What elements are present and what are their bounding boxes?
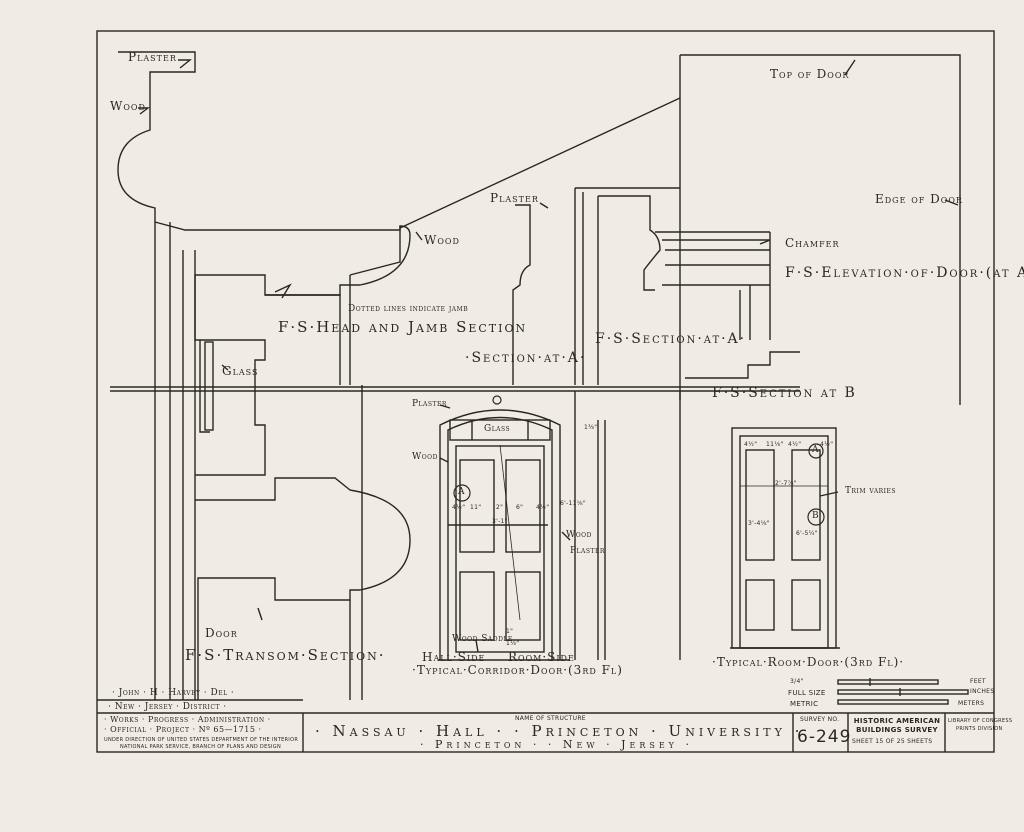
dim-room-4: 4½" [820,441,834,448]
dim-corridor-9: 1" [506,628,514,635]
dim-corridor-6: 3'-1" [492,518,508,525]
scale-full-size: FULL SIZE [788,689,826,697]
label-trim-varies: Trim varies [845,486,897,496]
marker-a-left [453,484,471,502]
marker-b-right [807,508,825,526]
direction-1: UNDER DIRECTION OF UNITED STATES DEPARTM… [104,737,299,743]
label-top-of-door: Top of Door [770,67,850,81]
dim-room-7: 6'-5¼" [796,530,818,537]
survey-number: 6-249 [797,727,852,747]
dim-room-3: 4½" [788,441,802,448]
sheet-number: SHEET 15 OF 25 SHEETS [852,738,933,745]
head-profile [117,51,411,296]
dim-room-5: 2'-7⅞" [775,480,797,487]
title-elevation-of-door: F·S·Elevation·of·Door·(at A) [785,265,1024,281]
habs-line-1: HISTORIC AMERICAN [853,717,941,725]
title-fs-section-at-a: F·S·Section·at·A· [595,331,747,347]
label-plaster-mid: Plaster [490,191,539,205]
dim-corridor-3: 2" [496,504,504,511]
title-typical-corridor-door: ·Typical·Corridor·Door·(3rd Fl) [412,663,623,677]
title-section-at-a-center: ·Section·at·A· [465,350,587,366]
dim-corridor-10: 1⅛" [506,640,520,647]
scale-meters: METERS [958,700,985,707]
scale-ratio: 3/4" [790,678,804,685]
label-glass-door: Glass [484,424,511,434]
survey-no-caption: SURVEY NO. [800,716,840,723]
sheet-border [96,30,995,753]
label-glass-left: Glass [222,364,259,378]
label-plaster-right: Plaster [570,546,605,556]
label-wood-saddle: Wood Saddle [452,634,513,644]
dim-corridor-2: 11" [470,504,482,511]
dim-corridor-1: 4½" [452,504,466,511]
habs-line-2: BUILDINGS SURVEY [856,726,938,734]
marker-a-left-text: A [458,487,465,497]
scale-inches: INCHES [970,688,995,695]
dim-room-6: 3'-4⅛" [748,520,770,527]
loc-line-2: PRINTS DIVISION [956,726,1003,732]
label-door: Door [205,626,238,640]
title-transom-section: F·S·Transom·Section· [185,646,386,664]
corridor-door-outline [439,409,561,660]
title-head-jamb-section: F·S·Head and Jamb Section [278,318,528,336]
dim-room-1: 4½" [744,441,758,448]
scale-metric: METRIC [790,700,819,708]
label-plaster-door: Plaster [412,399,447,409]
scale-feet: FEET [970,678,986,685]
marker-b-right-text: B [812,511,820,521]
label-hall-side: Hall·Side [422,650,486,664]
loc-line-1: LIBRARY OF CONGRESS [948,718,1013,724]
label-dotted-lines: Dotted lines indicate jamb [348,304,469,314]
marker-a-right-text: A [812,445,819,455]
district: · New · Jersey · District · [108,702,227,712]
structure-location: · Princeton · · New · Jersey · [420,738,693,751]
label-wood-mid: Wood [424,233,460,247]
project: · Official · Project · Nº 65—1715 · [104,725,262,734]
wpa: · Works · Progress · Administration · [104,715,271,724]
label-room-side: Room·Side [508,650,575,664]
label-wood-left: Wood [110,99,146,113]
label-wood-door: Wood [412,452,438,462]
dim-corridor-4: 6" [516,504,524,511]
delineator: · John · H · Harvey · Del · [112,688,235,698]
dim-corridor-8: 1⅜" [584,424,598,431]
marker-a-right [808,443,824,459]
label-wood-right: Wood [566,530,592,540]
direction-2: NATIONAL PARK SERVICE, BRANCH OF PLANS A… [120,744,282,750]
dim-corridor-7: 6'-11⅛" [560,500,586,507]
label-chamfer: Chamfer [785,236,840,250]
title-typical-room-door: ·Typical·Room·Door·(3rd Fl)· [712,655,905,669]
label-edge-of-door: Edge of Door [875,192,963,206]
dim-corridor-5: 4½" [536,504,550,511]
label-plaster-top: Plaster [128,50,177,64]
title-fs-section-at-b: F·S·Section at B [712,385,857,401]
structure-name: · Nassau · Hall · · Princeton · Universi… [315,722,804,740]
dim-room-2: 11⅛" [766,441,784,448]
name-of-structure-caption: NAME OF STRUCTURE [515,715,586,722]
